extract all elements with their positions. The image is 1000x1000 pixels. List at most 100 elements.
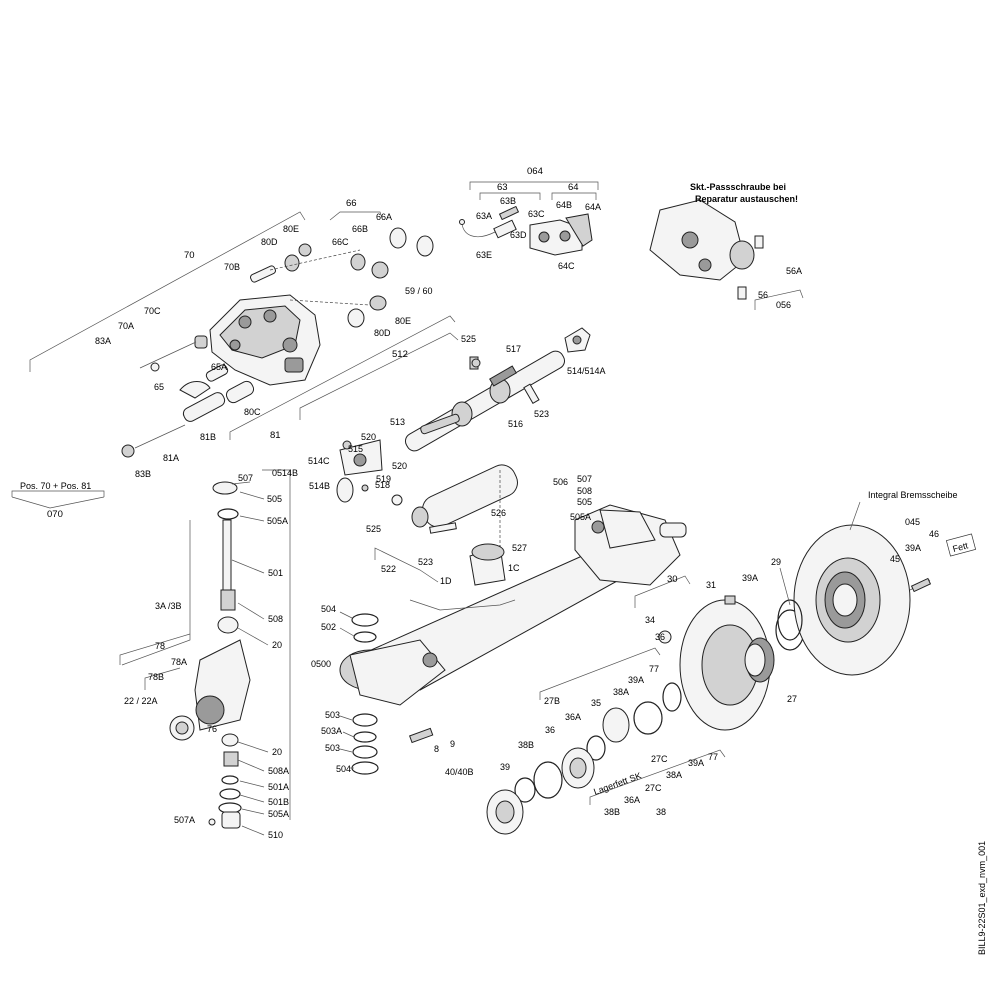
label-064: 064: [527, 166, 543, 177]
label-27c-b: 27C: [645, 783, 662, 793]
label-56a: 56A: [786, 266, 802, 276]
label-38b-top: 38B: [518, 740, 534, 750]
label-77-top: 77: [649, 664, 659, 674]
label-501b: 501B: [268, 797, 289, 807]
label-39a-top: 39A: [742, 573, 758, 583]
label-80c: 80C: [244, 407, 261, 417]
label-525-mid: 525: [366, 524, 381, 534]
label-45: 45: [890, 554, 900, 564]
label-501a: 501A: [268, 782, 289, 792]
label-36-top: 36: [655, 632, 665, 642]
leader-lines: [11, 481, 861, 836]
label-513: 513: [390, 417, 405, 427]
label-20-bot: 20: [272, 747, 282, 757]
label-64c: 64C: [558, 261, 575, 271]
label-38: 38: [656, 807, 666, 817]
label-46: 46: [929, 529, 939, 539]
label-77-bot: 77: [708, 752, 718, 762]
brake-pad-kit-group: [459, 181, 599, 256]
label-pos-70-81: Pos. 70 + Pos. 81: [20, 481, 91, 491]
label-8: 8: [434, 744, 439, 754]
label-80d-mid: 80D: [374, 328, 391, 338]
label-64a: 64A: [585, 202, 601, 212]
label-80e-top: 80E: [283, 224, 299, 234]
label-81: 81: [270, 430, 281, 441]
label-66c: 66C: [332, 237, 349, 247]
brake-disc-group: [777, 524, 932, 676]
label-526: 526: [491, 508, 506, 518]
label-520-b: 520: [392, 461, 407, 471]
label-34: 34: [645, 615, 655, 625]
label-501: 501: [268, 568, 283, 578]
label-78: 78: [155, 641, 165, 651]
label-40-40b: 40/40B: [445, 767, 474, 777]
label-508: 508: [268, 614, 283, 624]
label-504-bot: 504: [336, 764, 351, 774]
label-503a: 503A: [321, 726, 342, 736]
label-80d-top: 80D: [261, 237, 278, 247]
label-20-top: 20: [272, 640, 282, 650]
label-38b-bot: 38B: [604, 807, 620, 817]
label-36a-bot: 36A: [624, 795, 640, 805]
label-27c-a: 27C: [651, 754, 668, 764]
label-lagerfett: Lagerfett SK: [592, 770, 642, 797]
label-523-top: 523: [534, 409, 549, 419]
label-81b: 81B: [200, 432, 216, 442]
label-505-r: 505: [577, 497, 592, 507]
label-510: 510: [268, 830, 283, 840]
label-83a: 83A: [95, 336, 111, 346]
label-070: 070: [47, 509, 63, 520]
label-9: 9: [450, 739, 455, 749]
label-38a-bot: 38A: [666, 770, 682, 780]
label-522: 522: [381, 564, 396, 574]
label-502: 502: [321, 622, 336, 632]
label-27: 27: [787, 694, 797, 704]
kingpin-group: [119, 469, 291, 829]
right-top-assembly: [649, 199, 804, 310]
label-66b: 66B: [352, 224, 368, 234]
label-63d: 63D: [510, 230, 527, 240]
label-505-top: 505: [267, 494, 282, 504]
label-81a: 81A: [163, 453, 179, 463]
label-64: 64: [568, 182, 579, 193]
label-66a: 66A: [376, 212, 392, 222]
label-520-a: 520: [361, 432, 376, 442]
label-515: 515: [348, 444, 363, 454]
label-525-top: 525: [461, 334, 476, 344]
label-76: 76: [207, 724, 217, 734]
label-27b: 27B: [544, 696, 560, 706]
label-integral-bremsscheibe: Integral Bremsscheibe: [868, 490, 958, 500]
damper-group: [374, 464, 518, 586]
brake-caliper-group: [29, 211, 456, 458]
label-39: 39: [500, 762, 510, 772]
label-29: 29: [771, 557, 781, 567]
document-id: BILL9-22S01_exd_nvm_001: [977, 841, 987, 955]
label-64b: 64B: [556, 200, 572, 210]
label-38a-top: 38A: [613, 687, 629, 697]
label-505a-top: 505A: [267, 516, 288, 526]
label-514c: 514C: [308, 456, 330, 466]
label-519: 519: [376, 474, 391, 484]
label-507-r: 507: [577, 474, 592, 484]
hub-group: [486, 575, 805, 835]
label-63a: 63A: [476, 211, 492, 221]
label-39a-r: 39A: [905, 543, 921, 553]
label-527: 527: [512, 543, 527, 553]
label-35: 35: [591, 698, 601, 708]
label-65: 65: [154, 382, 164, 392]
label-508a: 508A: [268, 766, 289, 776]
label-56: 56: [758, 290, 768, 300]
label-1c: 1C: [508, 563, 520, 573]
label-514-514a: 514/514A: [567, 366, 606, 376]
label-506: 506: [553, 477, 568, 487]
label-503-a: 503: [325, 710, 340, 720]
label-523-mid: 523: [418, 557, 433, 567]
tie-rod-group: [299, 327, 591, 503]
label-516: 516: [508, 419, 523, 429]
label-78a: 78A: [171, 657, 187, 667]
label-36-mid: 36: [545, 725, 555, 735]
label-59-60: 59 / 60: [405, 286, 433, 296]
axle-beam-group: [339, 504, 687, 706]
label-70b: 70B: [224, 262, 240, 272]
